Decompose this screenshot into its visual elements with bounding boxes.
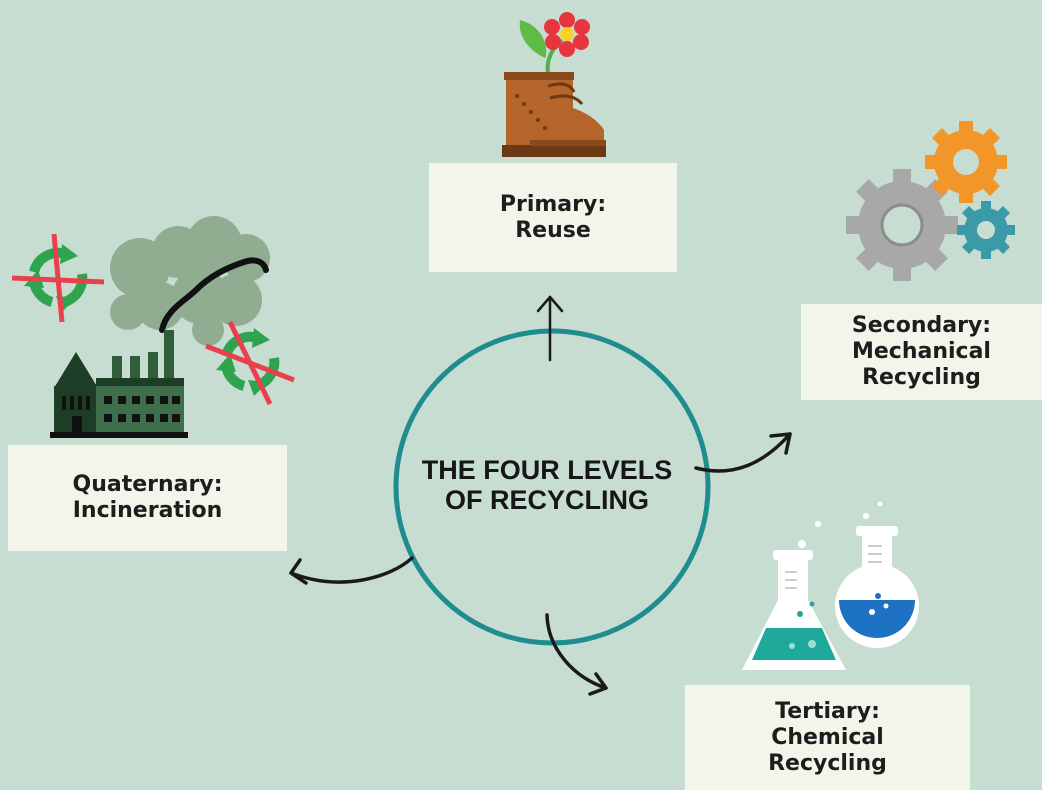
arrow-to-quaternary — [289, 556, 414, 585]
factory-smoke-icon — [50, 216, 270, 438]
quaternary-title: Quaternary: — [72, 472, 223, 497]
center-title-line-2: OF RECYCLING — [444, 485, 649, 515]
tertiary-title: Tertiary: — [775, 698, 880, 724]
secondary-subtitle-2: Recycling — [862, 365, 981, 390]
arrow-to-tertiary — [545, 613, 608, 696]
tertiary-subtitle-1: Chemical — [771, 724, 884, 750]
secondary-subtitle-1: Mechanical — [851, 339, 991, 364]
secondary-label-box: Secondary: Mechanical Recycling — [801, 304, 1042, 400]
no-recycle-symbol-icon — [11, 233, 105, 323]
primary-subtitle: Reuse — [515, 217, 591, 243]
primary-label-box: Primary: Reuse — [429, 163, 677, 272]
gears-icon — [846, 121, 1015, 281]
tertiary-subtitle-2: Recycling — [768, 750, 887, 776]
tertiary-label-box: Tertiary: Chemical Recycling — [685, 685, 970, 790]
boot-with-flower-icon — [502, 12, 606, 157]
center-title-line-1: THE FOUR LEVELS — [421, 455, 673, 485]
arrow-to-primary — [536, 295, 564, 362]
secondary-title: Secondary: — [851, 313, 992, 338]
no-recycle-symbol-icon — [205, 320, 295, 406]
center-title: THE FOUR LEVELS OF RECYCLING — [404, 455, 690, 535]
lab-flasks-icon — [742, 501, 919, 670]
primary-title: Primary: — [499, 191, 607, 217]
quaternary-label-box: Quaternary: Incineration — [8, 445, 287, 551]
quaternary-subtitle: Incineration — [72, 498, 223, 523]
arrow-to-secondary — [694, 432, 792, 473]
